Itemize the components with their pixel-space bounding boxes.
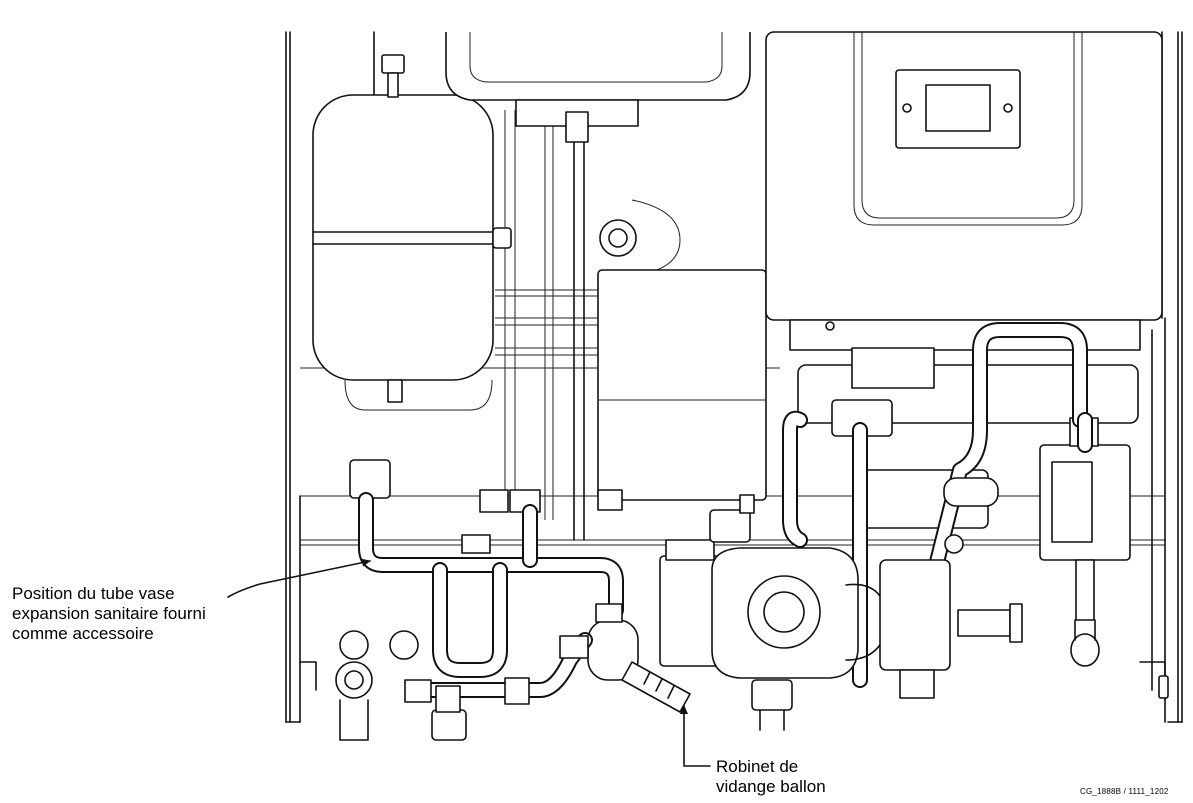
hydraulic-group xyxy=(349,459,691,713)
expansion-vessel xyxy=(312,54,512,411)
drain-valve-label-line1: Robinet de xyxy=(716,757,799,776)
circulation-pump xyxy=(659,539,889,731)
control-panel xyxy=(765,31,1163,321)
heat-exchanger xyxy=(445,32,767,541)
drain-valve-label-line2: vidange ballon xyxy=(716,777,826,796)
expansion-tube-label-line3: comme accessoire xyxy=(12,624,154,643)
pipework xyxy=(782,322,1093,688)
drawing-reference: CG_1888B / 1111_1202 xyxy=(1080,787,1169,796)
pump-valves xyxy=(709,494,1023,699)
expansion-tube-label-line2: expansion sanitaire fourni xyxy=(12,604,206,623)
boiler-casing xyxy=(285,31,1183,723)
drain-valve-label: Robinet de vidange ballon xyxy=(716,757,826,797)
callout-leaders xyxy=(227,558,711,767)
bottom-fittings xyxy=(335,630,467,741)
expansion-tube-label: Position du tube vase expansion sanitair… xyxy=(12,584,206,644)
expansion-tube-label-line1: Position du tube vase xyxy=(12,584,175,603)
